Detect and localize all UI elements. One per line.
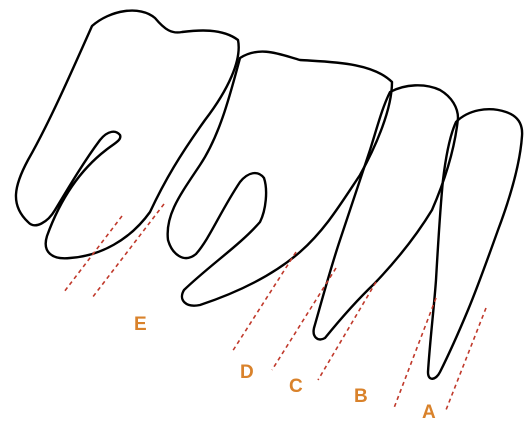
guide-line-d-2 bbox=[272, 268, 336, 370]
guide-line-a-1 bbox=[446, 308, 486, 410]
guide-line-c-1 bbox=[318, 282, 376, 380]
tooth-molar-middle bbox=[168, 52, 392, 306]
label-a: A bbox=[422, 402, 436, 423]
label-b: B bbox=[354, 386, 368, 407]
tooth-premolar-a bbox=[428, 109, 522, 379]
label-c: C bbox=[289, 376, 303, 397]
label-d: D bbox=[240, 362, 254, 383]
guide-line-d-1 bbox=[232, 252, 296, 352]
guide-line-e-1 bbox=[64, 216, 122, 292]
label-e: E bbox=[134, 314, 147, 335]
tooth-molar-left bbox=[16, 11, 239, 259]
